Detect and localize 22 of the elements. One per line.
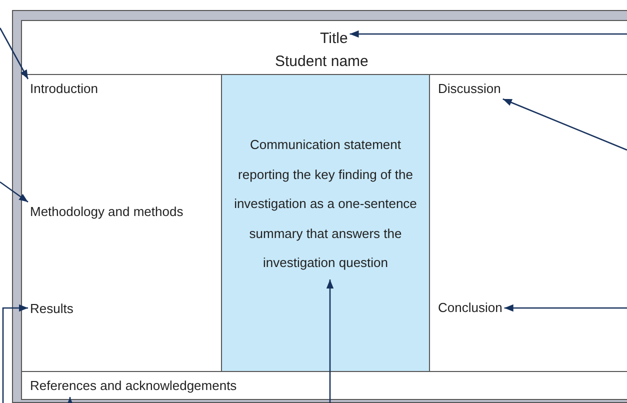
right-column-panel [429,74,627,372]
arrow [0,28,29,80]
arrow [350,30,627,38]
section-heading: Introduction [30,81,98,97]
summary-panel [221,74,430,372]
section-heading: Discussion [438,81,501,97]
arrow [0,181,28,203]
arrow [504,304,627,312]
arrow [2,304,28,403]
poster-title: Title [320,30,348,48]
arrow [326,280,334,403]
left-column-panel [21,74,222,372]
summary-text: Communication statement reporting the key finding of the investigation as a one-sentence summary that answers the investigation question [230,130,421,278]
arrow [66,397,74,403]
arrow [502,98,627,151]
section-heading: Methodology and methods [30,204,184,220]
poster-frame [12,10,627,403]
section-heading: Results [30,301,74,317]
student-name: Student name [275,53,368,71]
section-heading: Conclusion [438,300,502,316]
references-panel: References and acknowledgements [21,371,627,400]
header-panel [21,20,627,75]
